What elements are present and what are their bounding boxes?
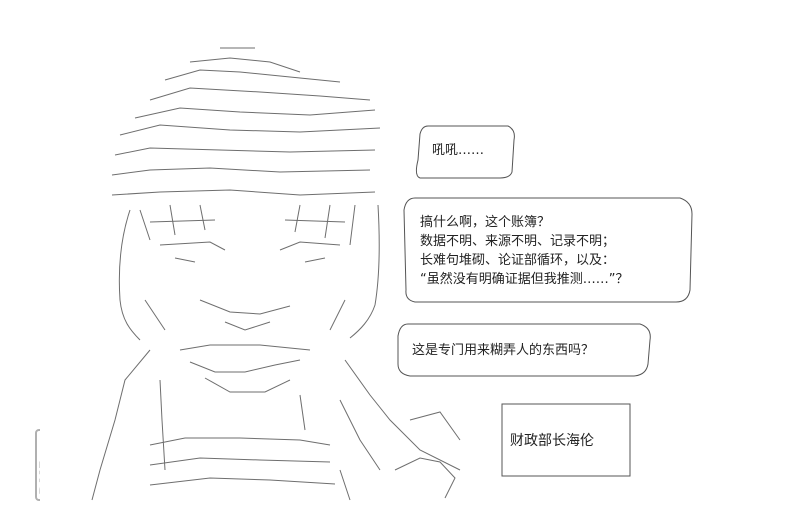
dm5-watermark-logo: DM5 .com xyxy=(35,429,40,501)
svg-text:DM5: DM5 xyxy=(38,460,40,495)
large-bubble-line: 搞什么啊，这个账簿？ xyxy=(420,215,551,230)
caption-text: 财政部长海伦 xyxy=(510,433,594,449)
caption-box xyxy=(501,403,631,477)
small-bubble-outline xyxy=(415,125,515,179)
large-bubble-line: 数据不明、来源不明、记录不明； xyxy=(420,234,616,249)
question-bubble-text: 这是专门用来糊弄人的东西吗？ xyxy=(412,343,595,358)
large-bubble-outline xyxy=(403,197,693,303)
large-bubble-line: 长难句堆砌、论证部循环，以及： xyxy=(420,253,616,268)
question-bubble-outline xyxy=(397,323,651,377)
small-bubble-text: 吼吼…… xyxy=(432,143,485,158)
large-bubble-line: “虽然没有明确证据但我推测……”？ xyxy=(420,272,629,287)
